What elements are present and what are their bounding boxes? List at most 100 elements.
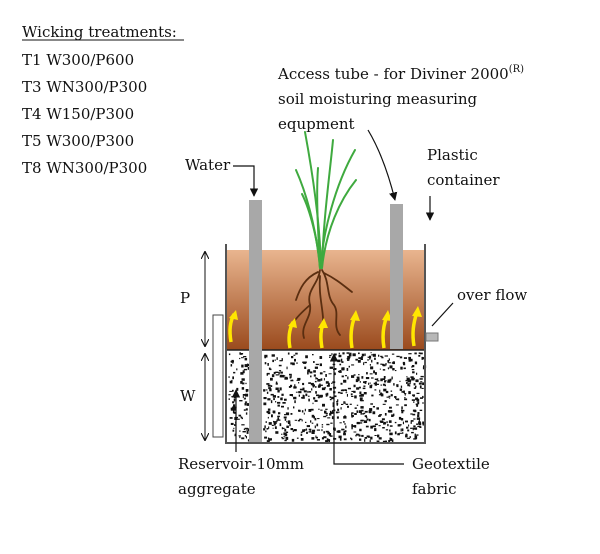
- aggregate-speck: [265, 389, 268, 391]
- aggregate-speck: [346, 357, 350, 360]
- aggregate-speck: [388, 395, 391, 398]
- aggregate-speck: [388, 368, 389, 370]
- aggregate-speck: [384, 384, 386, 387]
- aggregate-speck: [356, 404, 359, 406]
- reservoir-label-line1: Reservoir-10mm: [178, 455, 304, 473]
- aggregate-speck: [370, 436, 373, 440]
- aggregate-speck: [280, 371, 283, 374]
- aggregate-speck: [378, 415, 381, 417]
- access-tube: [390, 204, 403, 349]
- aggregate-speck: [298, 391, 302, 394]
- aggregate-speck: [397, 424, 401, 427]
- aggregate-speck: [247, 363, 250, 366]
- aggregate-speck: [275, 382, 278, 385]
- aggregate-speck: [241, 424, 245, 426]
- aggregate-speck: [419, 426, 422, 428]
- aggregate-speck: [371, 377, 374, 379]
- aggregate-speck: [326, 384, 330, 387]
- aggregate-speck: [350, 438, 353, 441]
- access-tube-label-line2: soil moisturing measuring: [278, 90, 478, 108]
- aggregate-speck: [245, 435, 247, 439]
- aggregate-speck: [371, 354, 374, 356]
- aggregate-speck: [299, 418, 302, 421]
- aggregate-speck: [392, 368, 395, 371]
- aggregate-speck: [300, 431, 303, 433]
- aggregate-speck: [264, 354, 268, 358]
- aggregate-speck: [351, 375, 355, 378]
- aggregate-speck: [416, 398, 420, 402]
- aggregate-speck: [329, 354, 332, 357]
- aggregate-speck: [339, 363, 342, 366]
- aggregate-speck: [401, 410, 404, 414]
- aggregate-speck: [286, 421, 288, 423]
- aggregate-speck: [389, 432, 393, 436]
- aggregate-speck: [290, 362, 293, 365]
- aggregate-speck: [242, 395, 244, 398]
- aggregate-speck: [232, 429, 235, 432]
- aggregate-speck: [325, 440, 329, 443]
- aggregate-speck: [396, 355, 400, 358]
- aggregate-speck: [233, 411, 236, 414]
- aggregate-speck: [291, 438, 295, 442]
- aggregate-speck: [363, 412, 366, 415]
- aggregate-speck: [406, 426, 409, 428]
- aggregate-speck: [388, 362, 391, 364]
- aggregate-speck: [331, 396, 334, 400]
- aggregate-speck: [314, 425, 316, 429]
- aggregate-speck: [422, 402, 425, 404]
- aggregate-speck: [389, 437, 391, 439]
- aggregate-speck: [302, 361, 306, 364]
- aggregate-speck: [344, 423, 346, 425]
- aggregate-speck: [411, 365, 415, 368]
- aggregate-speck: [273, 371, 276, 375]
- aggregate-speck: [294, 419, 298, 421]
- aggregate-speck: [315, 363, 319, 366]
- aggregate-speck: [407, 429, 410, 432]
- aggregate-speck: [293, 386, 297, 389]
- aggregate-speck: [416, 423, 419, 425]
- aggregate-speck: [363, 420, 368, 423]
- aggregate-speck: [376, 440, 380, 443]
- aggregate-speck: [314, 366, 318, 369]
- aggregate-speck: [297, 419, 301, 422]
- aggregate-speck: [411, 399, 415, 401]
- aggregate-speck: [270, 377, 273, 381]
- aggregate-speck: [336, 430, 340, 433]
- aggregate-speck: [292, 362, 295, 366]
- aggregate-speck: [368, 418, 371, 422]
- aggregate-speck: [370, 403, 373, 405]
- aggregate-speck: [382, 364, 386, 367]
- legend-item: T4 W150/P300: [22, 105, 134, 123]
- aggregate-speck: [422, 424, 425, 426]
- aggregate-speck: [352, 353, 356, 357]
- aggregate-speck: [305, 355, 308, 359]
- aggregate-speck: [422, 421, 426, 425]
- aggregate-speck: [370, 425, 373, 429]
- aggregate-speck: [369, 439, 371, 442]
- aggregate-speck: [286, 431, 289, 433]
- aggregate-speck: [304, 366, 307, 369]
- aggregate-speck: [334, 372, 336, 376]
- aggregate-speck: [270, 385, 273, 387]
- aggregate-speck: [384, 380, 387, 383]
- aggregate-speck: [334, 368, 337, 370]
- aggregate-speck: [355, 379, 359, 383]
- aggregate-speck: [382, 403, 386, 405]
- aggregate-speck: [232, 362, 234, 364]
- aggregate-speck: [343, 431, 346, 434]
- aggregate-speck: [351, 390, 354, 392]
- aggregate-speck: [289, 394, 293, 396]
- aggregate-speck: [332, 410, 334, 413]
- aggregate-speck: [241, 382, 245, 385]
- aggregate-speck: [265, 421, 267, 423]
- aggregate-speck: [300, 438, 304, 441]
- aggregate-speck: [316, 423, 319, 427]
- aggregate-speck: [277, 401, 281, 404]
- aggregate-speck: [269, 388, 272, 392]
- aggregate-speck: [414, 409, 417, 413]
- aggregate-speck: [231, 379, 233, 382]
- aggregate-speck: [422, 395, 424, 398]
- aggregate-speck: [403, 393, 407, 395]
- aggregate-speck: [268, 387, 271, 390]
- aggregate-speck: [271, 354, 275, 357]
